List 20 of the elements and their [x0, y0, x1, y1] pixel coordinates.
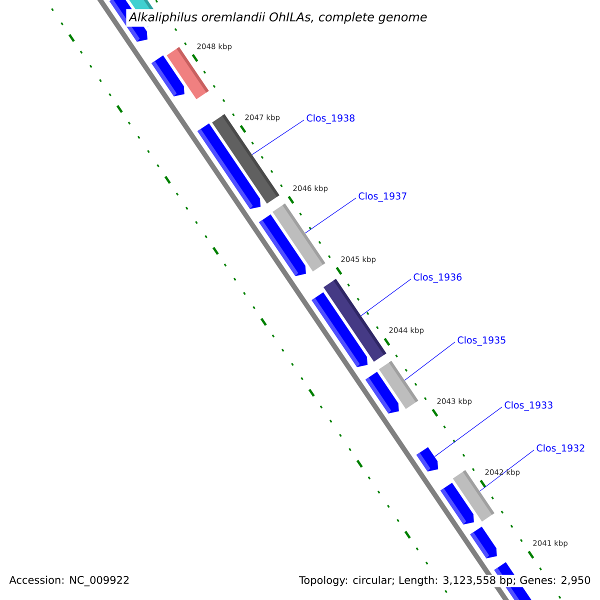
leader-line — [479, 450, 534, 492]
gene-label: Clos_1933 — [504, 401, 552, 411]
leader-line — [404, 342, 456, 381]
gene-bar — [378, 360, 418, 409]
gene-bar — [272, 204, 326, 272]
leader-line — [304, 198, 356, 234]
leader-line — [252, 120, 304, 155]
gene-label: Clos_1937 — [358, 192, 406, 202]
gene-label: Clos_1938 — [306, 114, 354, 124]
leader-line — [434, 406, 502, 457]
accession-text: Accession: NC_009922 — [8, 574, 131, 588]
leader-line — [360, 278, 412, 316]
gene-label: Clos_1936 — [414, 273, 462, 283]
gene-feature — [416, 447, 438, 472]
gene-label: Clos_1935 — [458, 336, 506, 346]
map-title: Alkaliphilus oremlandii OhILAs, complete genome — [126, 9, 430, 27]
gene-bar — [324, 278, 386, 362]
gene-bar — [212, 114, 280, 204]
genome-summary-text: Topology: circular; Length: 3,123,558 bp; Genes: 2,950 — [298, 574, 592, 588]
gene-label: Clos_1932 — [536, 444, 584, 454]
